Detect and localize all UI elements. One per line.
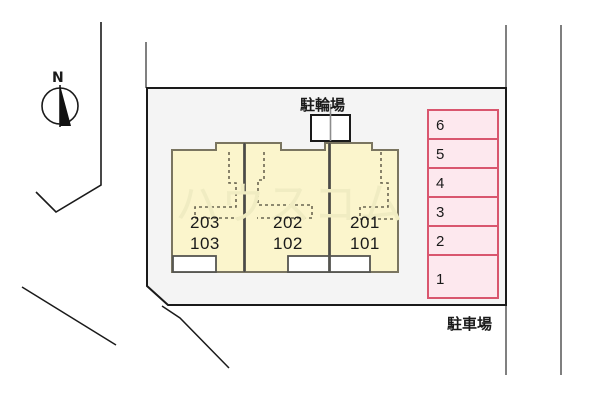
entrance-unit-203 [172, 255, 217, 273]
compass-north-icon [41, 85, 79, 127]
parking-stall-2[interactable] [427, 225, 499, 256]
entrance-unit-202 [287, 255, 330, 273]
parking-stall-3[interactable] [427, 196, 499, 227]
road-edge-left-upper [35, 22, 102, 214]
road-edge-left-lower [21, 286, 117, 346]
stair-outline-unit-201 [359, 152, 398, 220]
parking-stall-6[interactable] [427, 109, 499, 140]
parking-stall-5[interactable] [427, 138, 499, 169]
compass-needle [60, 85, 71, 126]
parking-stall-4[interactable] [427, 167, 499, 198]
entrance-unit-201 [329, 255, 371, 273]
unit-footprint-202-102 [244, 142, 330, 273]
parking-stall-group [427, 109, 499, 299]
road-edge-bottom-diagonal [161, 305, 230, 369]
interior-dashed-outlines [194, 152, 398, 220]
road-lines-right [505, 25, 562, 375]
stair-outline-unit-203 [194, 152, 238, 219]
road-lines-left [21, 22, 230, 369]
parking-stall-1[interactable] [427, 254, 499, 299]
stair-outline-unit-202 [257, 152, 313, 219]
